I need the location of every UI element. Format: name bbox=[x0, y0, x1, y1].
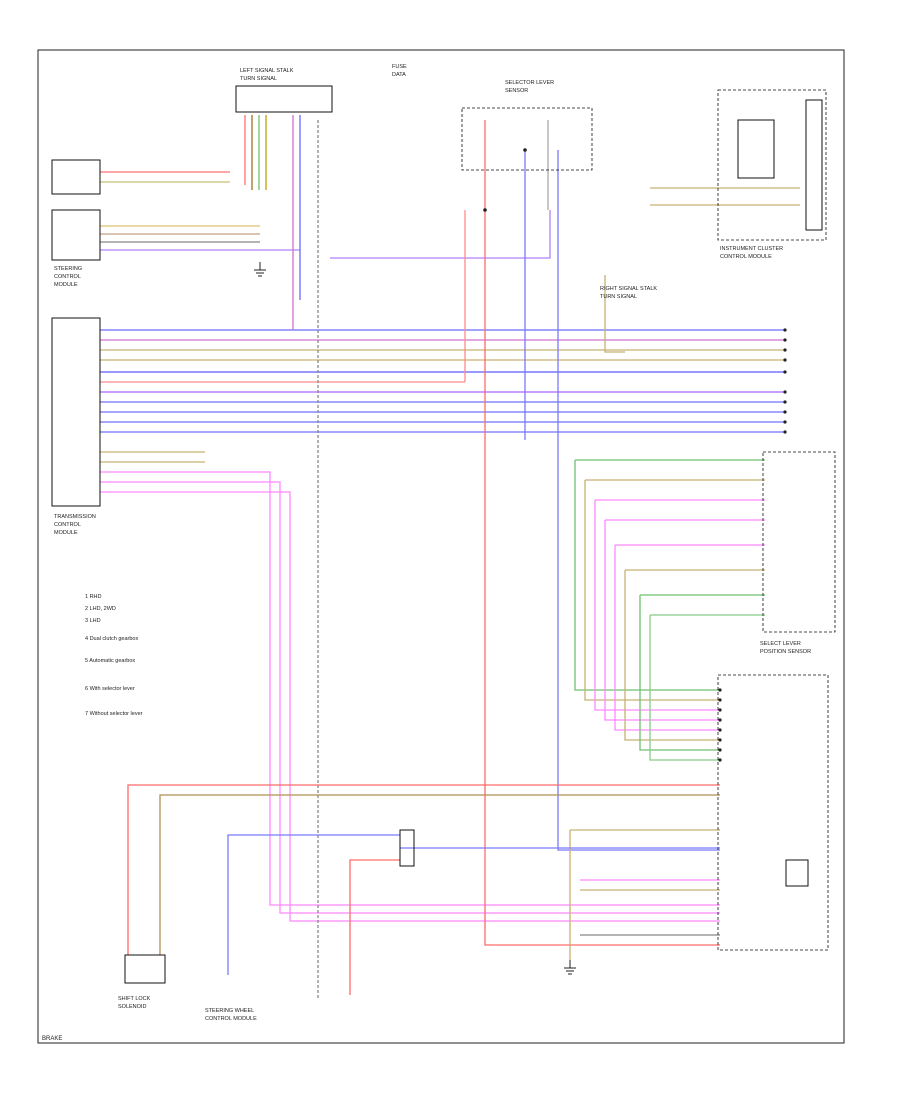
wire-blue-2 bbox=[557, 150, 720, 851]
wire-bl-brown bbox=[159, 794, 720, 955]
dot bbox=[718, 718, 722, 722]
wire-r-4 bbox=[604, 520, 720, 721]
label-shift-lock-0: SHIFT LOCK bbox=[118, 996, 151, 1002]
label-left-turn-signal-1: TURN SIGNAL bbox=[240, 76, 277, 82]
wire-r-1 bbox=[574, 460, 720, 691]
selector-module-box bbox=[717, 674, 829, 951]
label-steering-wheel-module-1: CONTROL MODULE bbox=[205, 1016, 257, 1022]
dot bbox=[718, 688, 722, 692]
label-steering-control-2: MODULE bbox=[54, 282, 78, 288]
top-module-box bbox=[235, 85, 333, 113]
label-shift-lock-1: SOLENOID bbox=[118, 1004, 146, 1010]
label-transmission-control-1: CONTROL bbox=[54, 522, 81, 528]
wire-pink-3 bbox=[100, 491, 720, 922]
ground-icon bbox=[254, 262, 266, 277]
component-labels: LEFT SIGNAL STALK TURN SIGNAL FUSE DATA … bbox=[54, 64, 811, 1022]
dot bbox=[783, 400, 787, 404]
connector-box-mid bbox=[399, 829, 415, 867]
dot bbox=[718, 738, 722, 742]
wire-bl-red bbox=[127, 784, 720, 955]
legend-item-5: 6 With selector lever bbox=[85, 686, 135, 692]
instrument-cluster-inner bbox=[737, 119, 775, 179]
wire-pink-2 bbox=[100, 481, 720, 914]
instrument-cluster-box bbox=[717, 89, 827, 241]
label-left-turn-signal-0: LEFT SIGNAL STALK bbox=[240, 68, 294, 74]
wire-r-3 bbox=[594, 500, 720, 711]
label-fuse-top-1: DATA bbox=[392, 72, 406, 78]
legend-item-3: 4 Dual clutch gearbox bbox=[85, 636, 138, 642]
legend-item-2: 3 LHD bbox=[85, 618, 101, 624]
gearbox-sensor-box bbox=[762, 451, 836, 633]
dot bbox=[783, 370, 787, 374]
wire-r-7 bbox=[639, 595, 720, 751]
footer-code: BRAKE bbox=[42, 1036, 62, 1042]
label-steering-control-0: STEERING bbox=[54, 266, 82, 272]
connector-dots bbox=[483, 148, 787, 762]
dot bbox=[483, 208, 487, 212]
dot bbox=[783, 328, 787, 332]
dot bbox=[783, 390, 787, 394]
label-right-turn-signal-1: TURN SIGNAL bbox=[600, 294, 637, 300]
label-instrument-cluster-0: INSTRUMENT CLUSTER bbox=[720, 246, 783, 252]
wire-bl-blue bbox=[227, 834, 400, 975]
label-steering-wheel-module-0: STEERING WHEEL bbox=[205, 1008, 254, 1014]
legend-item-1: 2 LHD, 2WD bbox=[85, 606, 116, 612]
dot bbox=[718, 728, 722, 732]
ground-icon bbox=[564, 960, 576, 975]
dot bbox=[523, 148, 527, 152]
label-transmission-control-2: MODULE bbox=[54, 530, 78, 536]
wire-mid-1 bbox=[330, 210, 551, 259]
label-selector-module-0: SELECTOR LEVER bbox=[505, 80, 554, 86]
label-right-turn-signal-0: RIGHT SIGNAL STALK bbox=[600, 286, 657, 292]
fuse-box bbox=[461, 107, 593, 171]
label-transmission-control-0: TRANSMISSION bbox=[54, 514, 96, 520]
sensor-box-top-left bbox=[51, 159, 101, 195]
label-selector-module-1: SENSOR bbox=[505, 88, 528, 94]
label-instrument-cluster-1: CONTROL MODULE bbox=[720, 254, 772, 260]
label-select-lever-0: SELECT LEVER bbox=[760, 641, 801, 647]
dot bbox=[718, 758, 722, 762]
legend-item-4: 5 Automatic gearbox bbox=[85, 658, 135, 664]
component-boxes bbox=[51, 85, 836, 984]
switch-box-left bbox=[51, 209, 101, 261]
label-steering-control-1: CONTROL bbox=[54, 274, 81, 280]
legend: 1 RHD 2 LHD, 2WD 3 LHD 4 Dual clutch gea… bbox=[85, 594, 143, 717]
wire-r-2 bbox=[584, 480, 720, 701]
instrument-cluster-connector bbox=[805, 99, 823, 231]
dot bbox=[718, 748, 722, 752]
wire-red-main bbox=[484, 120, 720, 946]
wire-r-6 bbox=[624, 570, 720, 741]
ground-icon bbox=[254, 262, 576, 975]
diagram-frame bbox=[37, 49, 845, 1044]
shift-lock-box bbox=[124, 954, 166, 984]
wire-group bbox=[100, 115, 800, 1000]
dot bbox=[718, 698, 722, 702]
wire-bl-red2 bbox=[349, 859, 400, 995]
wire-pink-1 bbox=[100, 471, 720, 906]
dot bbox=[783, 338, 787, 342]
label-select-lever-1: POSITION SENSOR bbox=[760, 649, 811, 655]
dot bbox=[783, 348, 787, 352]
selector-switch-box bbox=[785, 859, 809, 887]
dot bbox=[783, 358, 787, 362]
wire-r-5 bbox=[614, 545, 720, 731]
wire-ic-3 bbox=[604, 275, 625, 353]
label-fuse-top-0: FUSE bbox=[392, 64, 407, 70]
dot bbox=[783, 420, 787, 424]
legend-item-6: 7 Without selector lever bbox=[85, 711, 143, 717]
dot bbox=[783, 410, 787, 414]
wire-r-8 bbox=[649, 615, 720, 761]
left-module-box bbox=[51, 317, 101, 507]
legend-item-0: 1 RHD bbox=[85, 594, 102, 600]
dot bbox=[718, 708, 722, 712]
dot bbox=[783, 430, 787, 434]
